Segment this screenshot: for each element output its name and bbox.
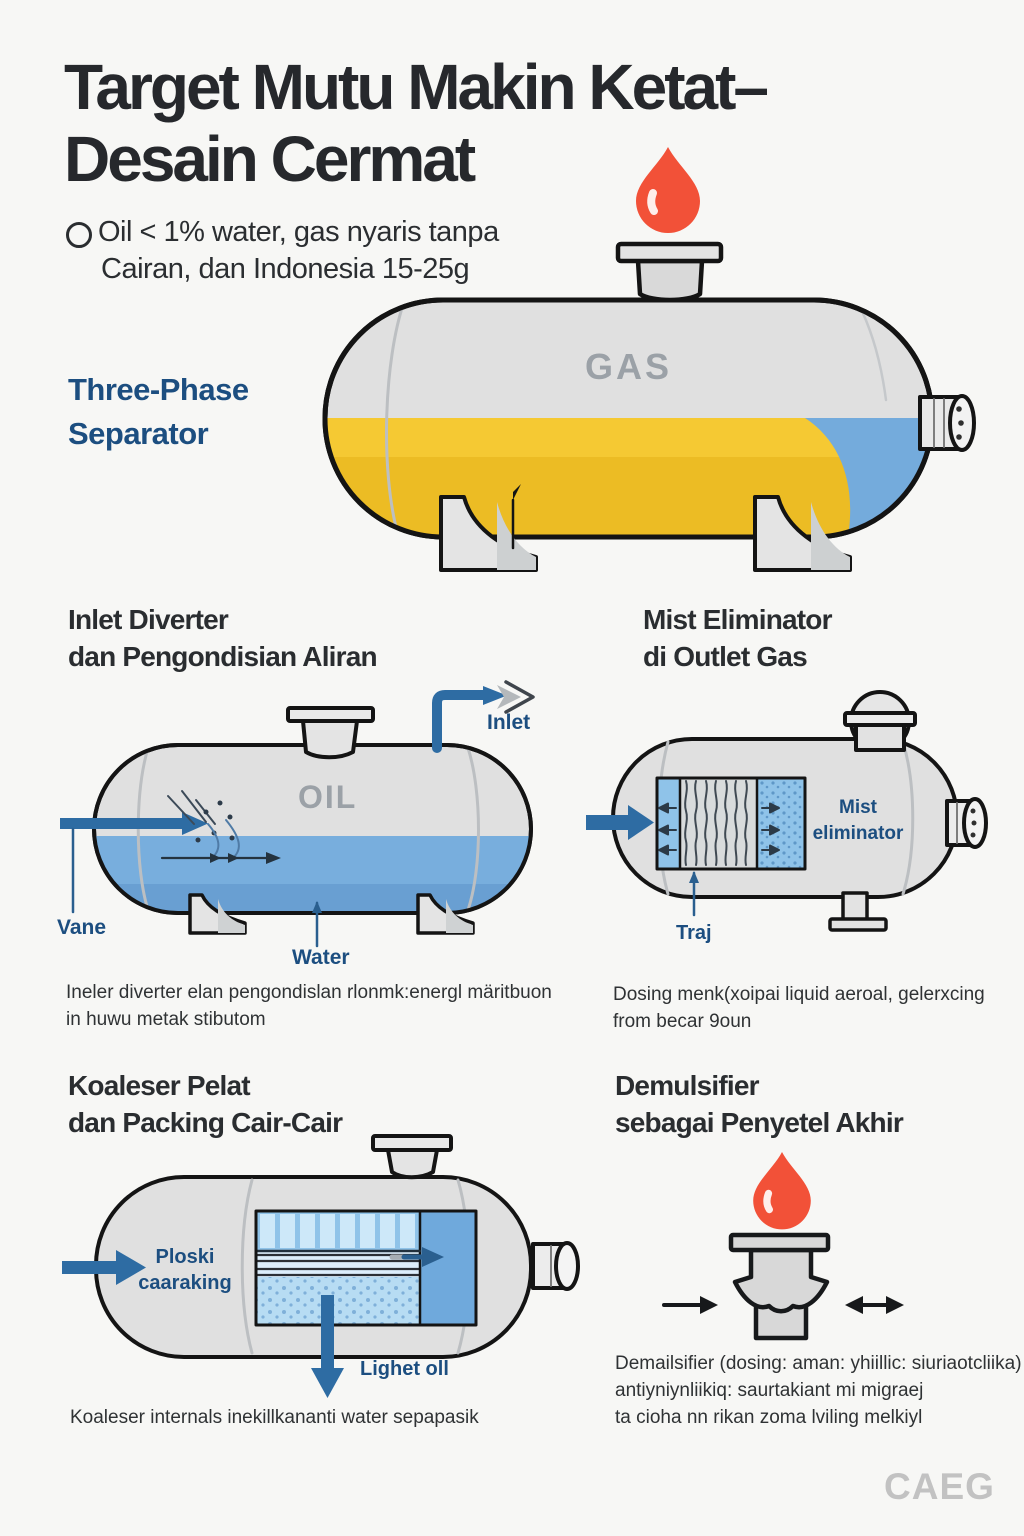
ploski-label-line2: caaraking — [138, 1272, 232, 1294]
vane-label: Vane — [57, 916, 107, 939]
inlet-caption-line1: Ineler diverter elan pengondislan rlonmk… — [66, 982, 552, 1003]
demulsifier-caption-line2: antiyniynliikiq: saurtakiant mi migraej — [615, 1380, 924, 1401]
page-title-line2: Desain Cermat — [64, 123, 476, 195]
bullet-circle-icon — [66, 222, 92, 248]
demulsifier-illustration — [662, 1152, 904, 1341]
three-phase-label-line1: Three-Phase — [68, 372, 249, 407]
demulsifier-caption-line1: Demailsifier (dosing: aman: yhiillic: si… — [615, 1353, 1022, 1374]
mist-section-title-line1: Mist Eliminator — [643, 604, 833, 635]
oil-drop-icon — [636, 147, 700, 233]
koaleser-section-title-line2: dan Packing Cair-Cair — [68, 1107, 343, 1138]
light-oil-label: Lighet oll — [360, 1358, 449, 1380]
bullet-text-line2: Cairan, dan Indonesia 15-25g — [101, 253, 470, 285]
koaleser-section-caption: Koaleser internals inekillkananti water … — [70, 1404, 479, 1431]
brand-watermark: CAEG — [884, 1466, 995, 1507]
mist-eliminator-label-line2: eliminator — [812, 823, 904, 844]
mist-caption-line1: Dosing menk(xoipai liquid aeroal, gelerx… — [613, 984, 985, 1005]
mist-eliminator-label: Mist eliminator — [804, 795, 912, 847]
ploski-label-line1: Ploski — [155, 1246, 215, 1268]
inlet-arrow-label: Inlet — [487, 711, 531, 734]
demulsifier-section-title-line1: Demulsifier — [615, 1070, 760, 1101]
ploski-label: Ploski caaraking — [130, 1244, 240, 1296]
mist-section-caption: Dosing menk(xoipai liquid aeroal, gelerx… — [613, 981, 985, 1035]
demulsifier-section-caption: Demailsifier (dosing: aman: yhiillic: si… — [615, 1350, 1022, 1431]
demulsifier-caption-line3: ta cioha nn rikan zoma lviling melkiyl — [615, 1407, 923, 1428]
inlet-diverter-illustration — [60, 680, 535, 948]
mist-eliminator-label-line1: Mist — [839, 797, 877, 818]
gas-zone-label: GAS — [585, 346, 673, 387]
three-phase-label-line2: Separator — [68, 416, 209, 451]
water-label: Water — [292, 946, 350, 969]
inlet-caption-line2: in huwu metak stibutom — [66, 1009, 266, 1030]
koaleser-section-title-line1: Koaleser Pelat — [68, 1070, 251, 1101]
koaleser-caption: Koaleser internals inekillkananti water … — [70, 1407, 479, 1428]
inlet-section-title-line1: Inlet Diverter — [68, 604, 229, 635]
traj-label: Traj — [676, 922, 712, 944]
koaleser-illustration — [62, 1134, 580, 1398]
mist-section-title-line2: di Outlet Gas — [643, 641, 808, 672]
inlet-section-title-line2: dan Pengondisian Aliran — [68, 641, 378, 672]
demulsifier-drop-icon — [753, 1152, 811, 1229]
oil-zone-label: OIL — [298, 779, 358, 815]
mist-eliminator-illustration — [586, 690, 988, 932]
page-title-line1: Target Mutu Makin Ketat– — [64, 51, 769, 123]
demulsifier-section-title-line2: sebagai Penyetel Akhir — [615, 1107, 904, 1138]
mist-caption-line2: from becar 9oun — [613, 1011, 752, 1032]
bullet-text-line1: Oil < 1% water, gas nyaris tanpa — [98, 216, 499, 248]
inlet-section-caption: Ineler diverter elan pengondislan rlonmk… — [66, 979, 552, 1033]
